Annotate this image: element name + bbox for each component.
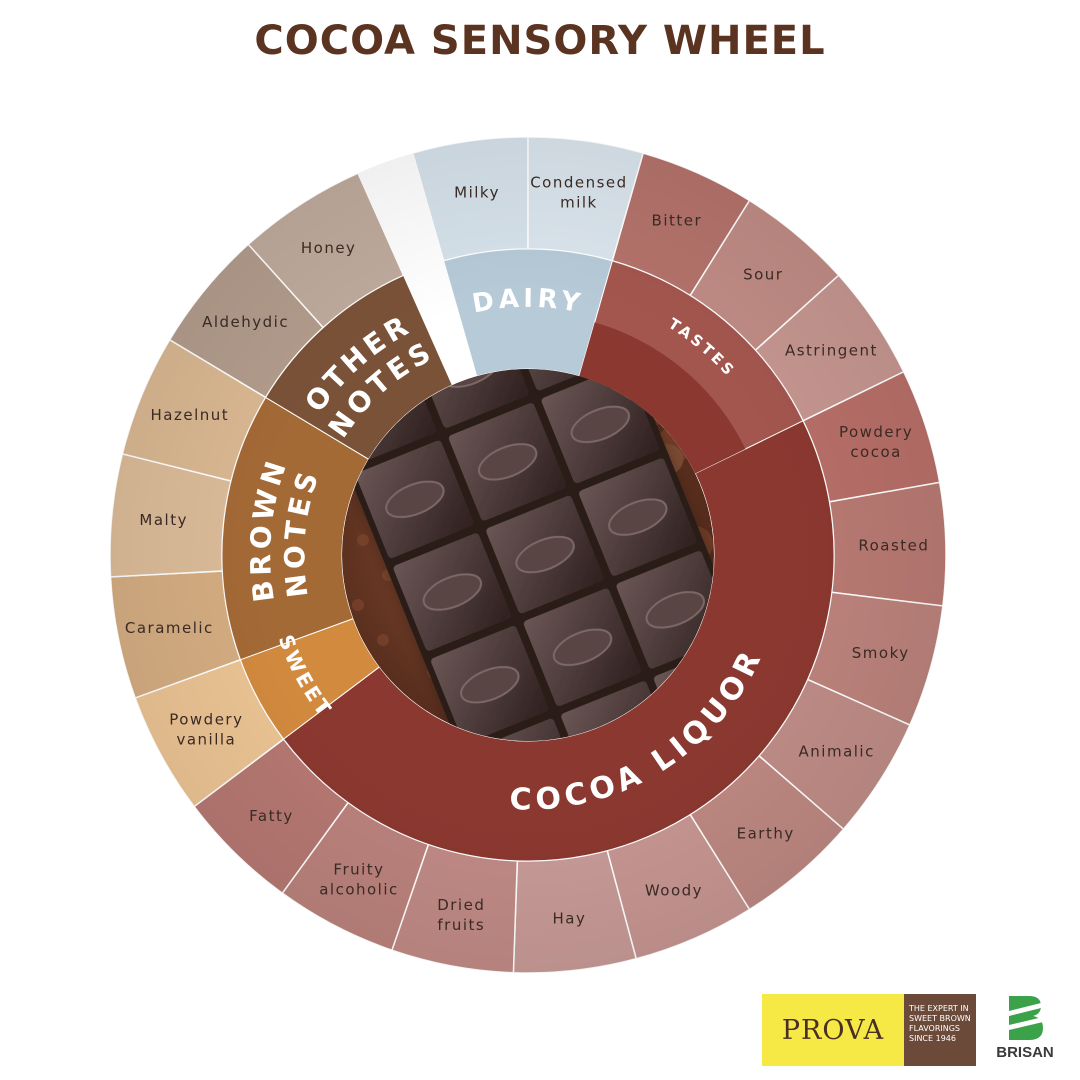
category-label-dairy: DAIRY (470, 284, 586, 320)
prova-wordmark: PROVA (762, 994, 904, 1066)
descriptor-label: Sour (743, 266, 783, 284)
prova-tagline-line: SWEET BROWN (909, 1014, 971, 1023)
descriptor-label: Hazelnut (151, 406, 230, 424)
prova-tagline-line: SINCE 1946 (909, 1034, 956, 1043)
descriptor-label: Milky (454, 184, 500, 202)
descriptor-label: Caramelic (125, 619, 214, 637)
brisan-wordmark: BRISAN (996, 1044, 1054, 1061)
prova-tagline: THE EXPERT IN SWEET BROWN FLAVORINGS SIN… (904, 994, 976, 1066)
descriptor-label: Hay (553, 910, 587, 928)
descriptor-label: Smoky (852, 644, 910, 662)
descriptor-label: Fatty (249, 807, 294, 825)
brisan-logo: BRISAN (990, 994, 1060, 1070)
descriptor-label: Woody (645, 882, 703, 900)
descriptor-label: Malty (139, 511, 188, 529)
descriptor-label: Honey (301, 239, 357, 257)
descriptor-label: Roasted (858, 536, 929, 554)
descriptor-label: Astringent (785, 341, 878, 359)
page-title: COCOA SENSORY WHEEL (254, 18, 826, 64)
descriptor-label: Earthy (737, 824, 795, 842)
descriptor-label: Animalic (799, 743, 875, 761)
prova-tagline-line: THE EXPERT IN (909, 1004, 969, 1013)
prova-logo: PROVA THE EXPERT IN SWEET BROWN FLAVORIN… (762, 994, 976, 1066)
brisan-b-icon (1009, 996, 1043, 1040)
prova-tagline-line: FLAVORINGS (909, 1024, 961, 1033)
descriptor-label: Aldehydic (202, 313, 289, 331)
descriptor-label: Bitter (652, 212, 703, 230)
